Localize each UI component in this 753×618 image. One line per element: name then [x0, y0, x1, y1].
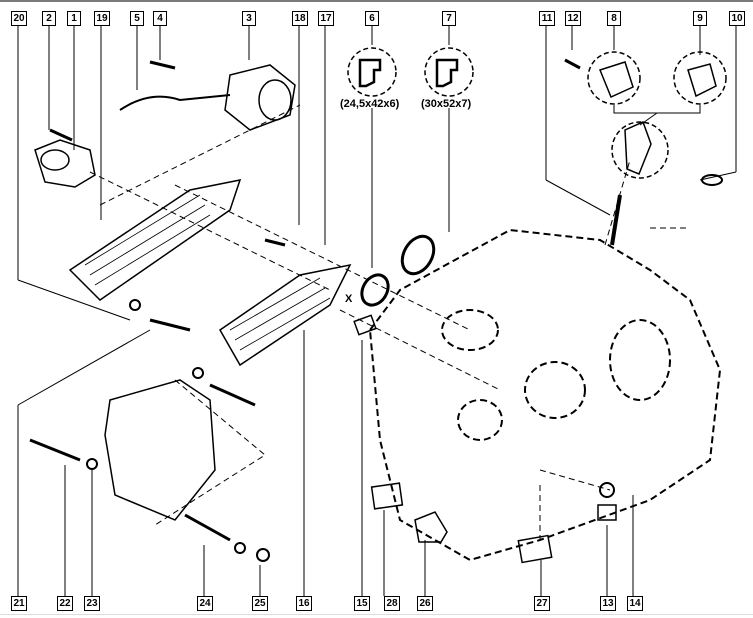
callout-20: 20 [11, 11, 27, 26]
callout-27: 27 [534, 596, 550, 611]
callout-4: 4 [153, 11, 167, 26]
callout-21: 21 [11, 596, 27, 611]
callout-19: 19 [94, 11, 110, 26]
detail-marker-x: X [345, 293, 353, 305]
callout-3: 3 [242, 11, 256, 26]
callout-14: 14 [627, 596, 643, 611]
callout-17: 17 [318, 11, 334, 26]
callout-23: 23 [84, 596, 100, 611]
bottom-border [0, 614, 753, 615]
seal-6-dimension-label: (24,5x42x6) [340, 98, 400, 110]
callout-25: 25 [252, 596, 268, 611]
callout-1: 1 [67, 11, 81, 26]
callout-10: 10 [729, 11, 745, 26]
callout-6: 6 [365, 11, 379, 26]
callout-18: 18 [292, 11, 308, 26]
callout-9: 9 [693, 11, 707, 26]
callout-26: 26 [417, 596, 433, 611]
seal-7-dimension-label: (30x52x7) [421, 98, 472, 110]
callout-15: 15 [354, 596, 370, 611]
top-border [0, 0, 753, 2]
callout-16: 16 [296, 596, 312, 611]
callout-12: 12 [565, 11, 581, 26]
callout-28: 28 [384, 596, 400, 611]
callout-22: 22 [57, 596, 73, 611]
callout-24: 24 [197, 596, 213, 611]
callout-8: 8 [607, 11, 621, 26]
callout-13: 13 [600, 596, 616, 611]
callout-5: 5 [130, 11, 144, 26]
callout-7: 7 [442, 11, 456, 26]
callout-2: 2 [42, 11, 56, 26]
callout-11: 11 [539, 11, 555, 26]
